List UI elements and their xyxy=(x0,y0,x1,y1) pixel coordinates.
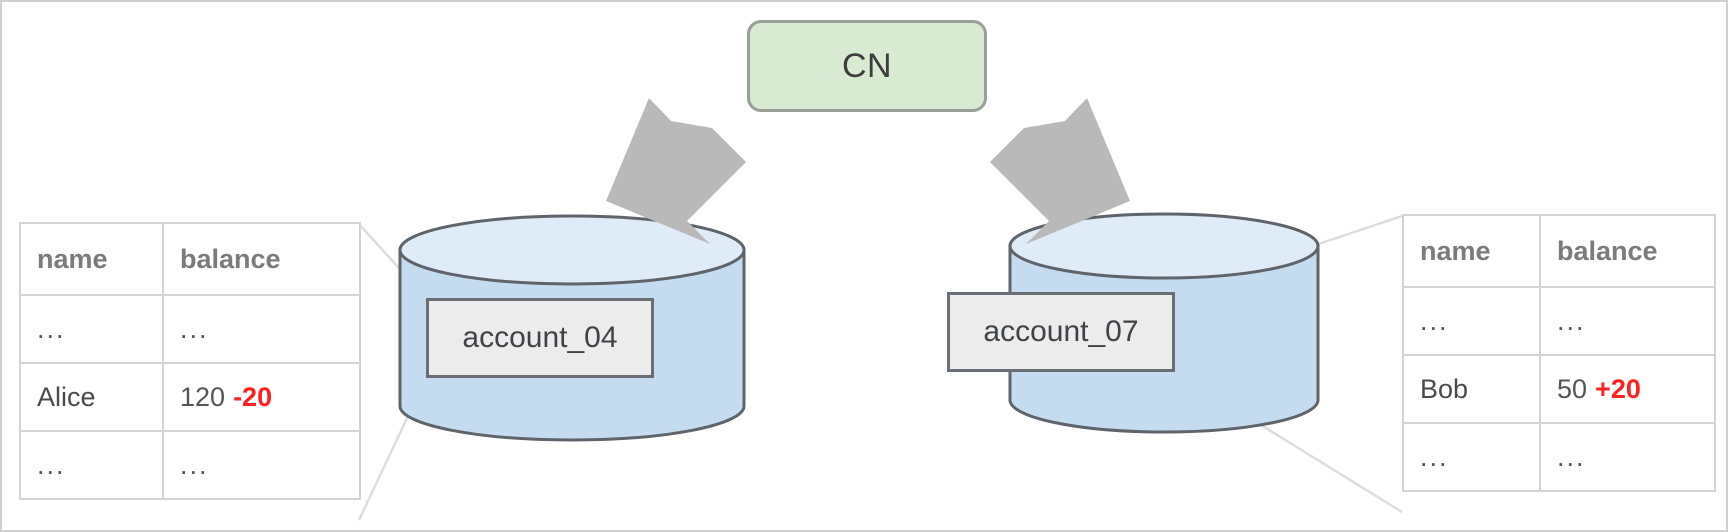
table-right-cell-name-1: Bob xyxy=(1402,354,1541,424)
table-row: ... ... xyxy=(1402,422,1716,492)
table-left-cell-balance-0: ... xyxy=(162,294,361,364)
table-left-balance-delta: -20 xyxy=(233,381,273,412)
table-row: Bob 50+20 xyxy=(1402,354,1716,424)
table-right-balance-value: 50 xyxy=(1557,373,1588,404)
table-right-shard: name balance ... ... Bob 50+20 ... ... xyxy=(1402,214,1716,492)
table-left-cell-name-0: ... xyxy=(19,294,164,364)
table-right-balance-delta: +20 xyxy=(1595,373,1641,404)
arrow-cn-to-right-db-icon xyxy=(990,98,1130,244)
table-right-header-balance: balance xyxy=(1539,214,1716,288)
table-left-header-balance: balance xyxy=(162,222,361,296)
db-label-account-04: account_04 xyxy=(462,321,618,354)
table-right-cell-balance-1: 50+20 xyxy=(1539,354,1716,424)
table-left-cell-name-2: ... xyxy=(19,430,164,500)
table-right-header-name: name xyxy=(1402,214,1541,288)
db-label-plate-account-07[interactable]: account_07 xyxy=(947,292,1175,372)
table-row: ... ... xyxy=(19,294,361,364)
table-left-cell-balance-2: ... xyxy=(162,430,361,500)
arrow-cn-to-left-db-icon xyxy=(606,98,746,244)
table-header-row: name balance xyxy=(1402,214,1716,288)
cn-node-label: CN xyxy=(841,46,893,85)
table-right-cell-name-0: ... xyxy=(1402,286,1541,356)
db-label-plate-account-04[interactable]: account_04 xyxy=(426,298,654,378)
table-left-cell-name-1: Alice xyxy=(19,362,164,432)
table-left-shard: name balance ... ... Alice 120-20 ... ..… xyxy=(19,222,361,500)
table-left-balance-value: 120 xyxy=(180,381,226,412)
table-left-cell-balance-1: 120-20 xyxy=(162,362,361,432)
table-right-cell-name-2: ... xyxy=(1402,422,1541,492)
table-right-cell-balance-0: ... xyxy=(1539,286,1716,356)
table-right-cell-balance-2: ... xyxy=(1539,422,1716,492)
db-label-account-07: account_07 xyxy=(983,315,1139,348)
table-left-header-name: name xyxy=(19,222,164,296)
table-row: ... ... xyxy=(19,430,361,500)
table-row: Alice 120-20 xyxy=(19,362,361,432)
cn-node[interactable]: CN xyxy=(747,20,987,112)
table-row: ... ... xyxy=(1402,286,1716,356)
table-header-row: name balance xyxy=(19,222,361,296)
